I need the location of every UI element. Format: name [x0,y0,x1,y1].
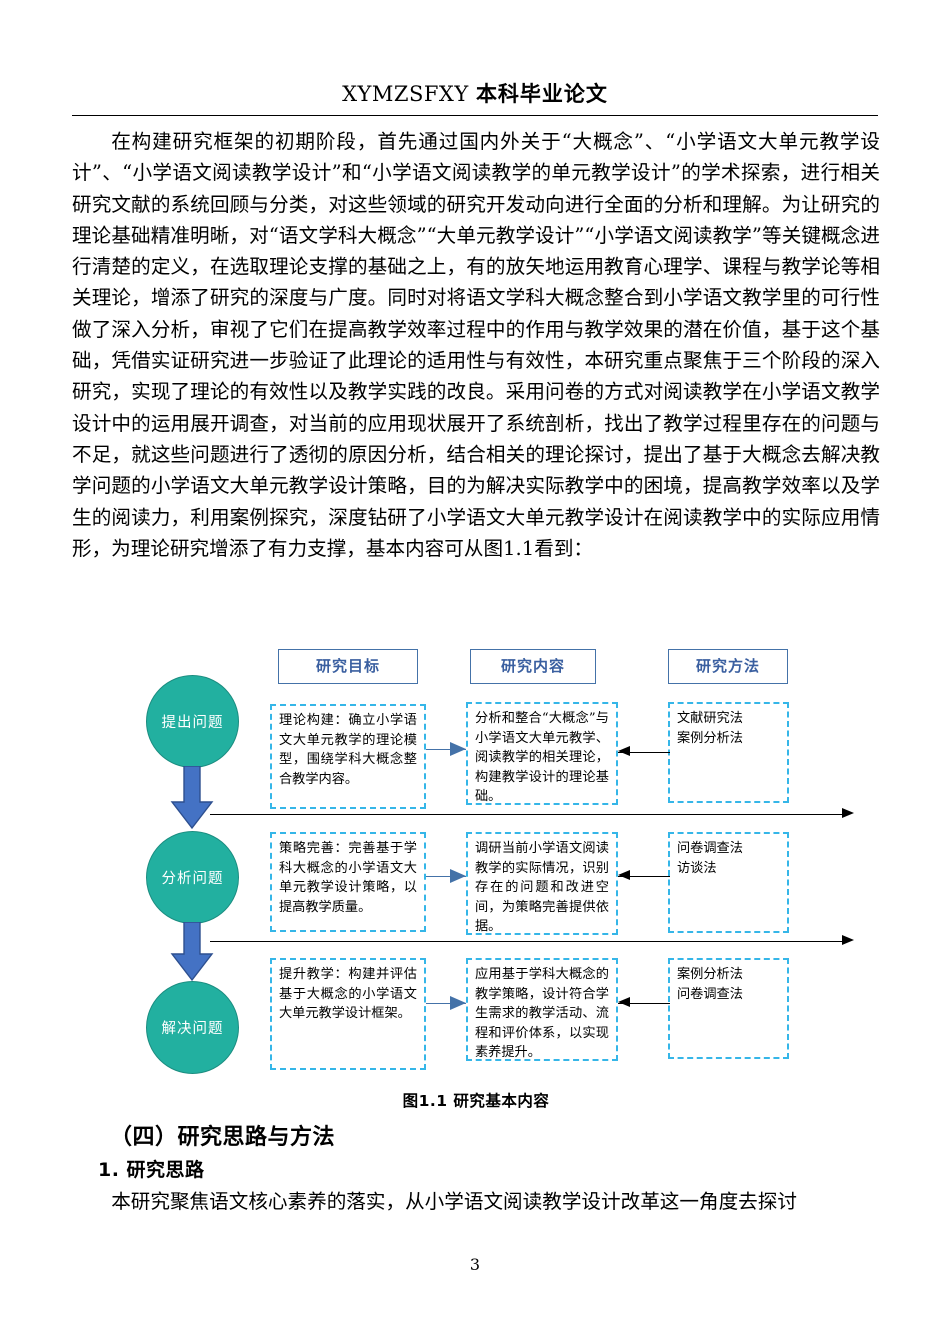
connector-method-to-content-row-3 [618,1003,670,1004]
down-arrow-icon-1 [170,766,214,830]
method-box-row-1: 文献研究法 案例分析法 [668,702,789,803]
method-box-row-3: 案例分析法 问卷调查法 [668,958,789,1059]
connector-goal-to-content-row-3 [426,1003,466,1004]
stage-circle-raise-problem: 提出问题 [146,675,239,768]
body-paragraph-2: 本研究聚焦语文核心素养的落实，从小学语文阅读教学设计改革这一角度去探讨 [111,1190,797,1213]
goal-box-row-2: 策略完善：完善基于学科大概念的小学语文大单元教学设计策略，以提高教学质量。 [270,832,426,932]
connector-goal-to-content-row-2 [426,876,466,877]
arrow-left-icon-row-3 [618,997,630,1007]
goal-box-row-3: 提升教学：构建并评估基于大概念的小学语文大单元教学设计框架。 [270,958,426,1070]
stage-label: 分析问题 [161,871,224,887]
content-box-row-1: 分析和整合“大概念”与小学语文大单元教学、阅读教学的相关理论，构建教学设计的理论… [466,702,618,805]
goal-box-row-1: 理论构建：确立小学语文大单元教学的理论模型，围绕学科大概念整合教学内容。 [270,704,426,809]
connector-method-to-content-row-1 [618,752,670,753]
arrow-left-icon-row-1 [618,746,630,756]
section-heading: （四）研究思路与方法 [110,1125,336,1150]
column-header-research-goal: 研究目标 [278,649,418,684]
stage-circle-analyze-problem: 分析问题 [146,831,239,924]
arrow-left-icon-row-2 [618,870,630,880]
timeline-arrow-head-2 [842,935,854,945]
body-paragraph-1: 在构建研究框架的初期阶段，首先通过国内外关于“大概念”、“小学语文大单元教学设计… [72,130,880,560]
page-header: XYMZSFXY 本科毕业论文 [72,78,878,108]
page-number: 3 [469,1255,481,1274]
connector-goal-to-content-row-1 [426,749,466,750]
timeline-arrow-line-2 [210,941,843,942]
header-institution-abbr: XYMZSFXY [342,82,469,106]
figure-caption: 图1.1 研究基本内容 [402,1092,550,1110]
header-title-cjk: 本科毕业论文 [475,82,608,106]
stage-label: 提出问题 [161,715,224,731]
content-box-row-3: 应用基于学科大概念的教学策略，设计符合学生需求的教学活动、流程和评价体系，以实现… [466,958,618,1061]
timeline-arrow-head-1 [842,808,854,818]
header-divider [72,115,878,116]
down-arrow-icon-2 [170,922,214,982]
timeline-arrow-line-1 [210,814,843,815]
column-header-research-method: 研究方法 [668,649,788,684]
subsection-heading: 1. 研究思路 [98,1159,205,1181]
stage-label: 解决问题 [161,1021,224,1037]
content-box-row-2: 调研当前小学语文阅读教学的实际情况，识别存在的问题和改进空间，为策略完善提供依据… [466,832,618,935]
stage-circle-solve-problem: 解决问题 [146,981,239,1074]
arrow-right-icon-row-1 [450,742,466,756]
arrow-right-icon-row-2 [450,869,466,883]
method-box-row-2: 问卷调查法 访谈法 [668,832,789,933]
figure-research-framework: 研究目标 研究内容 研究方法 提出问题 分析问题 解决问题 理论构建：确立小学语… [0,636,950,1096]
column-header-research-content: 研究内容 [470,649,596,684]
connector-method-to-content-row-2 [618,876,670,877]
arrow-right-icon-row-3 [450,996,466,1010]
